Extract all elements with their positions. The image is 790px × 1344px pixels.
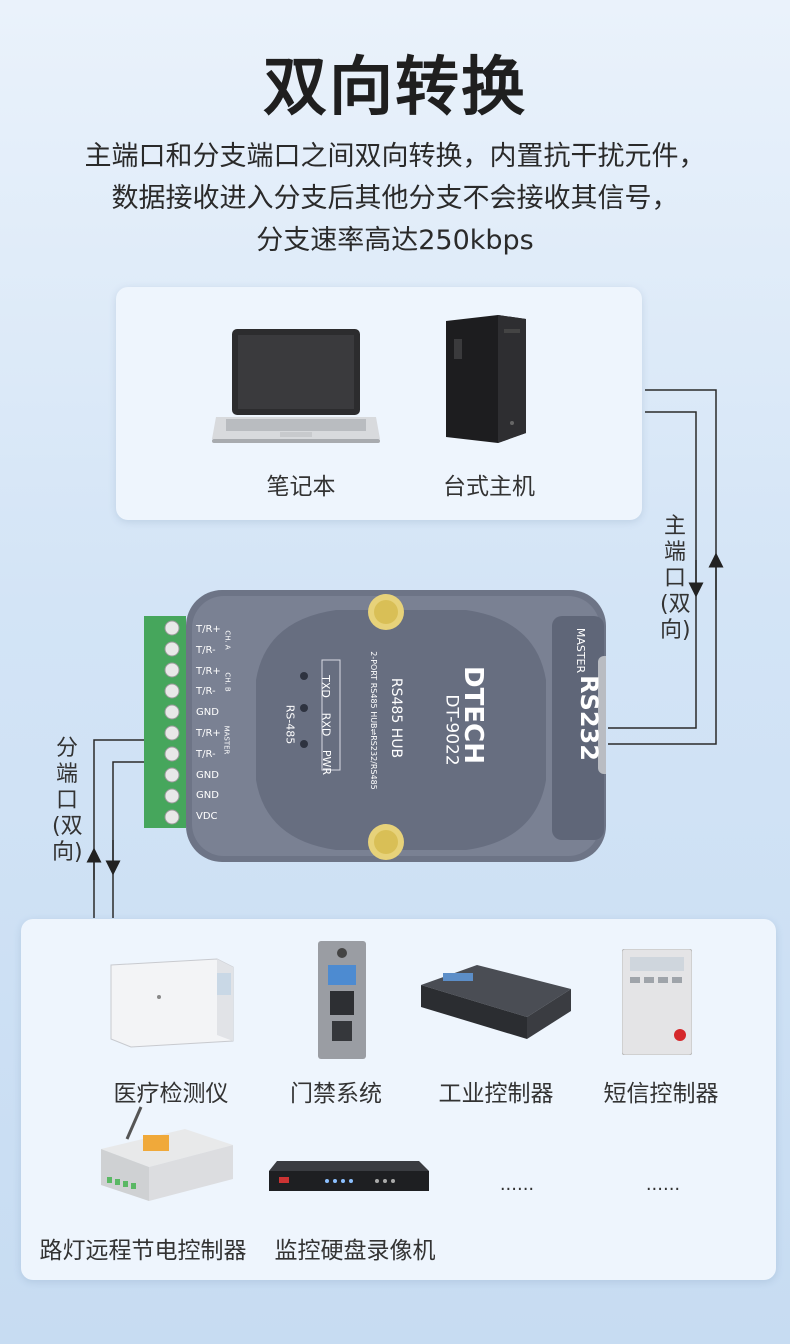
description-line: 主端口和分支端口之间双向转换，内置抗干扰元件， [84, 141, 706, 172]
terminal-label: T/R- [196, 644, 216, 656]
led-pwr: PWR [320, 749, 334, 776]
terminal-label: T/R+ [196, 665, 221, 677]
desktop-tower-icon [446, 315, 526, 443]
description-line: 分支速率高达250kbps [256, 225, 534, 256]
hub-product: RS485 HUB [388, 677, 405, 759]
rs232-port-tag: RS232 [574, 675, 603, 761]
hub-subtitle: 2-PORT RS485 HUB⇌RS232/RS485 [368, 651, 378, 790]
street-light-controller-icon [101, 1106, 233, 1201]
device-label-medical: 医疗检测仪 [113, 1081, 229, 1107]
device-label-sms: 短信控制器 [603, 1081, 719, 1107]
slave-devices-panel: 医疗检测仪 门禁系统 工业控制器 短信控制器 ...... ...... 路灯远… [21, 919, 776, 1280]
ellipsis-placeholder: ...... [645, 1174, 681, 1195]
terminal-block [144, 616, 186, 828]
branch-line-outer [93, 739, 145, 918]
terminal-label: GND [196, 790, 219, 802]
laptop-label: 笔记本 [266, 474, 336, 500]
group-master: MASTER [222, 725, 231, 755]
branch-line-inner [112, 761, 145, 918]
page-title: 双向转换 [263, 51, 527, 125]
device-label-door: 门禁系统 [290, 1081, 382, 1107]
terminal-label: T/R+ [196, 624, 221, 635]
dvr-recorder-icon [269, 1161, 429, 1191]
terminal-label: T/R+ [196, 727, 221, 739]
desktop-label: 台式主机 [443, 474, 535, 500]
terminal-label: T/R- [196, 748, 216, 760]
host-panel: 笔记本 台式主机 [116, 287, 642, 520]
device-label-streetlight: 路灯远程节电控制器 [39, 1238, 247, 1264]
sms-controller-icon [622, 949, 692, 1055]
led-txd: TXD [318, 675, 332, 698]
rs485-hub-device: DTECH DT-9022 RS485 HUB 2-PORT RS485 HUB… [186, 580, 606, 870]
hub-brand: DTECH [457, 666, 488, 764]
device-label-dvr: 监控硬盘录像机 [274, 1238, 436, 1264]
terminal-label: VDC [196, 811, 218, 823]
terminal-label: GND [196, 707, 219, 719]
terminal-label: GND [196, 769, 219, 781]
led-rxd: RXD [319, 712, 333, 737]
terminal-labels: T/R+ T/R- T/R+ T/R- GND T/R+ T/R- GND GN… [196, 620, 221, 828]
laptop-icon [212, 329, 380, 443]
rs485-label: RS-485 [283, 704, 297, 745]
description: 主端口和分支端口之间双向转换，内置抗干扰元件， 数据接收进入分支后其他分支不会接… [0, 136, 790, 262]
description-line: 数据接收进入分支后其他分支不会接收其信号， [111, 183, 679, 214]
master-port-tag: MASTER [574, 627, 588, 674]
branch-port-label: 分端口(双向) [52, 736, 83, 865]
terminal-label: T/R- [196, 686, 216, 698]
medical-analyzer-icon [110, 958, 234, 1048]
door-access-panel-icon [318, 941, 366, 1059]
hub-model: DT-9022 [441, 694, 462, 766]
group-ch-a: CH. A [223, 630, 232, 650]
industrial-controller-icon [421, 965, 571, 1039]
master-port-label: 主端口(双向) [660, 514, 691, 643]
group-ch-b: CH. B [223, 672, 232, 692]
ellipsis-placeholder: ...... [499, 1174, 535, 1195]
device-label-industrial: 工业控制器 [438, 1081, 554, 1107]
